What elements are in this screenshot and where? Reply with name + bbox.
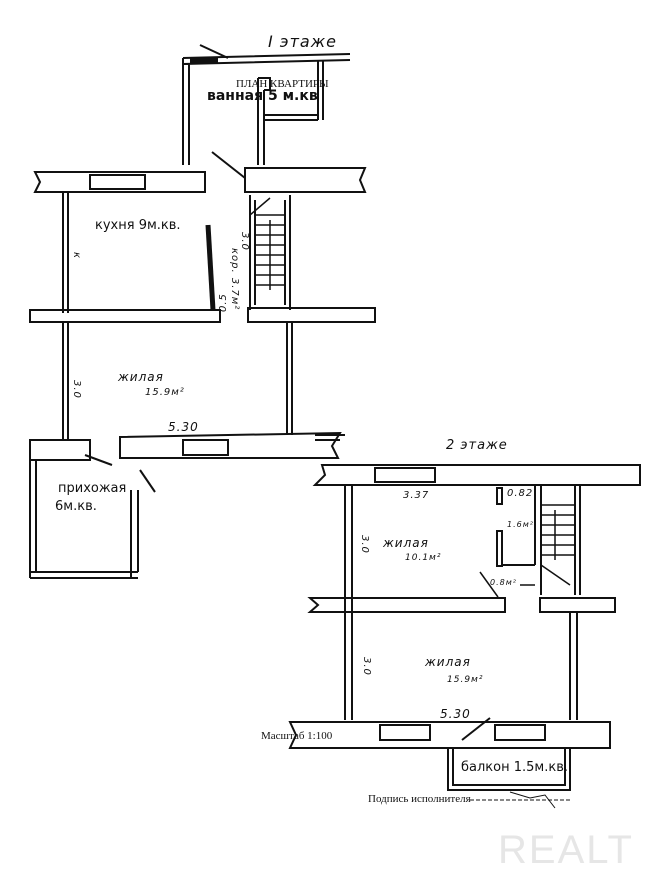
floor2-walls bbox=[288, 434, 641, 809]
closet-dimension: 0.82 bbox=[507, 488, 534, 499]
plan-title: ПЛАН КВАРТИРЫ bbox=[236, 78, 329, 90]
hallway-area: 6м.кв. bbox=[55, 499, 97, 514]
room2-width: 5.30 bbox=[440, 707, 471, 721]
kitchen-label: кухня 9м.кв. bbox=[95, 218, 181, 233]
living-area: 15.9м² bbox=[145, 387, 185, 398]
small-dimension: 0.5 bbox=[218, 293, 229, 312]
room1-area: 10.1м² bbox=[405, 553, 442, 563]
scale-label: Масштаб 1:100 bbox=[261, 730, 333, 742]
realt-watermark: REALT bbox=[498, 828, 634, 872]
room1-width: 3.37 bbox=[403, 490, 430, 501]
floor2-heading: 2 этаже bbox=[446, 438, 508, 453]
signature-label: Подпись исполнителя bbox=[368, 793, 471, 805]
corridor-label: кор. 3.7м² bbox=[229, 248, 240, 311]
hallway-label: прихожая bbox=[58, 481, 127, 496]
floor1-walls bbox=[29, 44, 376, 579]
living-height: 3.0 bbox=[71, 380, 82, 399]
floor1-heading: I этаже bbox=[268, 32, 337, 51]
bathroom-label: ванная 5 м.кв bbox=[207, 88, 318, 104]
closet-area: 1.6м² bbox=[507, 520, 534, 529]
room2-area: 15.9м² bbox=[447, 675, 484, 685]
room1-dimension: 3.0 bbox=[359, 535, 370, 554]
niche-area: 0.8м² bbox=[490, 578, 517, 587]
corridor-dimension: 3.0 bbox=[239, 232, 250, 251]
balcony-label: балкон 1.5м.кв. bbox=[461, 760, 568, 775]
room1-label: жилая bbox=[383, 536, 429, 550]
living-label: жилая bbox=[118, 370, 164, 384]
room2-dimension: 3.0 bbox=[361, 657, 372, 676]
kitchen-dimension: к bbox=[71, 252, 82, 260]
room2-label: жилая bbox=[425, 655, 471, 669]
living-width: 5.30 bbox=[168, 420, 199, 434]
